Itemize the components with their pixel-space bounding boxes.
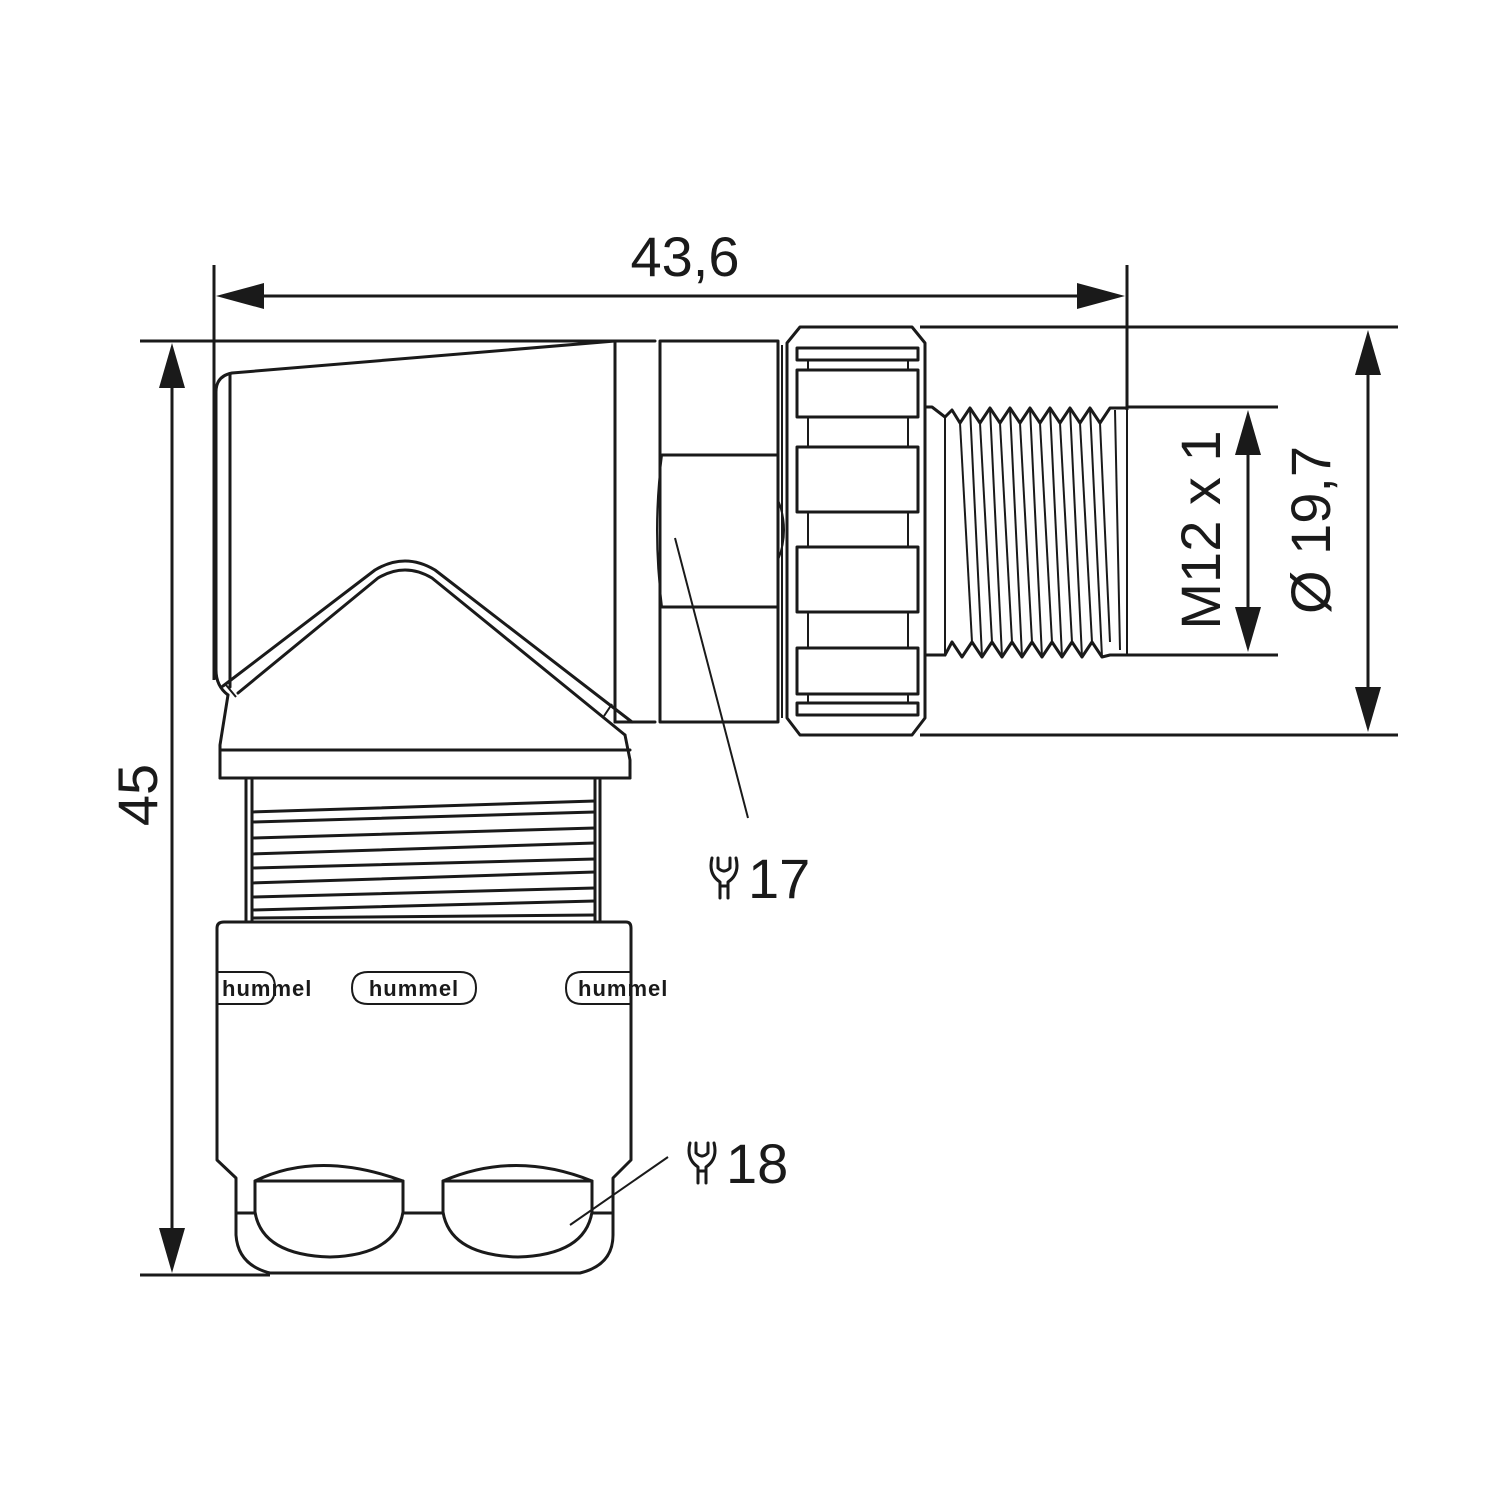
wrench-icon [709, 856, 739, 900]
width-dimension: 43,6 [212, 225, 1129, 680]
seal-inserts [234, 1164, 615, 1259]
height-dimension: 45 [106, 339, 615, 1277]
knurl-ribs [795, 346, 920, 717]
wrench-label-17: 17 [709, 847, 810, 910]
diameter-dimension: Ø 19,7 [920, 325, 1398, 737]
thread-dimension-label: M12 x 1 [1169, 430, 1232, 629]
wrench-label-18: 18 [687, 1132, 788, 1195]
height-dimension-label: 45 [106, 764, 169, 826]
brand-logo-right: hummel [564, 971, 668, 1005]
gland-dome-nut: hummel hummel hummel [215, 920, 669, 1275]
hex-nut [656, 339, 785, 819]
angled-housing [214, 339, 657, 780]
svg-text:hummel: hummel [369, 976, 459, 1001]
brand-logo-center: hummel [350, 971, 478, 1005]
wrench-icon [687, 1141, 717, 1185]
wrench-size-18: 18 [726, 1132, 788, 1195]
brand-logo-left: hummel [217, 971, 312, 1005]
thread-flanks [959, 407, 1121, 658]
wrench-size-17: 17 [748, 847, 810, 910]
diameter-dimension-label: Ø 19,7 [1279, 446, 1342, 614]
svg-text:hummel: hummel [222, 976, 312, 1001]
svg-text:hummel: hummel [578, 976, 668, 1001]
gland-thread [244, 778, 602, 924]
knurled-coupling-ring [785, 325, 927, 737]
m12-thread [923, 405, 1129, 659]
width-dimension-label: 43,6 [631, 225, 740, 288]
thread-dimension: M12 x 1 [1110, 405, 1278, 657]
